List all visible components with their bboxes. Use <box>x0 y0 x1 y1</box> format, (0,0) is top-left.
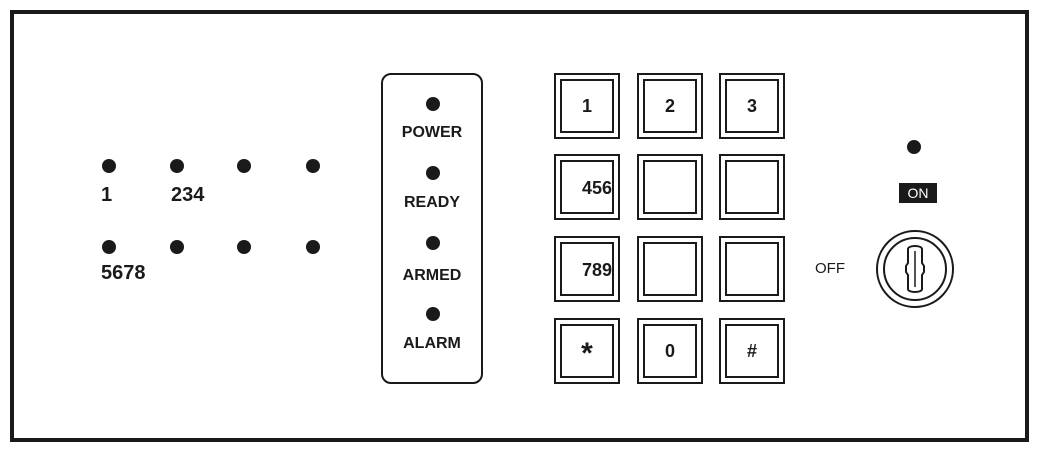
key-3[interactable]: 3 <box>719 73 785 139</box>
power-label: POWER <box>401 124 463 141</box>
zone-led-5 <box>102 240 116 254</box>
key-5[interactable] <box>637 154 703 220</box>
zone-label-5-8: 5678 <box>101 262 146 284</box>
key-hash-label: # <box>746 340 757 361</box>
power-led <box>426 97 440 111</box>
key-lock-switch[interactable] <box>875 229 955 309</box>
key-row-7-9-label: 789 <box>582 260 613 280</box>
key-1-label: 1 <box>581 95 592 116</box>
zone-led-3 <box>237 159 251 173</box>
switch-led <box>907 140 921 154</box>
zone-label-2-4: 234 <box>171 184 205 206</box>
key-8[interactable] <box>637 236 703 302</box>
zone-led-7 <box>237 240 251 254</box>
key-0[interactable]: 0 <box>637 318 703 384</box>
zone-led-6 <box>170 240 184 254</box>
off-label: OFF <box>815 260 845 277</box>
armed-label: ARMED <box>402 267 462 284</box>
control-panel-frame <box>10 10 1029 442</box>
key-2-label: 2 <box>664 95 675 116</box>
zone-led-4 <box>306 159 320 173</box>
on-badge: ON <box>899 183 937 203</box>
key-9[interactable] <box>719 236 785 302</box>
zone-led-1 <box>102 159 116 173</box>
key-0-label: 0 <box>664 340 675 361</box>
alarm-led <box>426 307 440 321</box>
armed-led <box>426 236 440 250</box>
key-4[interactable] <box>554 154 620 220</box>
key-star[interactable]: * <box>554 318 620 384</box>
key-row-4-6-label: 456 <box>582 178 613 198</box>
ready-label: READY <box>403 194 460 211</box>
key-lock-icon <box>876 230 954 308</box>
status-panel <box>381 73 483 384</box>
zone-label-1: 1 <box>101 184 113 206</box>
key-6[interactable] <box>719 154 785 220</box>
key-star-label: * <box>581 337 593 370</box>
zone-led-8 <box>306 240 320 254</box>
ready-led <box>426 166 440 180</box>
key-1[interactable]: 1 <box>554 73 620 139</box>
alarm-label: ALARM <box>403 335 461 352</box>
key-3-label: 3 <box>746 95 757 116</box>
zone-led-2 <box>170 159 184 173</box>
key-2[interactable]: 2 <box>637 73 703 139</box>
key-7[interactable] <box>554 236 620 302</box>
key-hash[interactable]: # <box>719 318 785 384</box>
